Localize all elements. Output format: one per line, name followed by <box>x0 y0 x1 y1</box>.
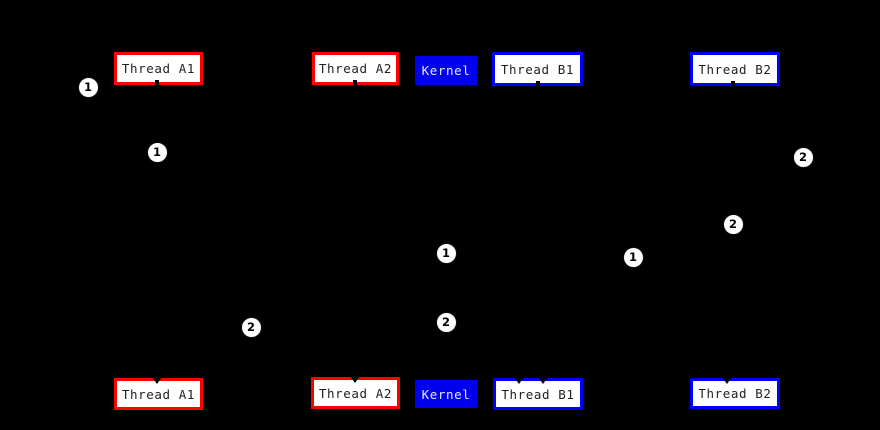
node-label: Thread A1 <box>121 386 196 402</box>
sequence-marker-2: 2 <box>240 316 262 338</box>
edge-arrowhead <box>152 377 162 384</box>
sequence-marker-label: 1 <box>628 250 637 264</box>
sequence-marker-label: 1 <box>152 145 161 159</box>
sequence-marker-1: 1 <box>146 141 168 163</box>
edge-arrowhead <box>722 377 732 384</box>
sequence-marker-label: 2 <box>728 217 737 231</box>
sequence-marker-2: 2 <box>435 311 457 333</box>
edge-arrowhead <box>350 376 360 383</box>
node-thread-b1-top: Thread B1 <box>492 52 583 86</box>
node-label: Kernel <box>421 386 471 402</box>
node-label: Thread A2 <box>318 61 393 76</box>
node-label: Thread B2 <box>698 386 772 401</box>
sequence-marker-1: 1 <box>435 242 457 264</box>
node-label: Kernel <box>421 63 471 78</box>
node-thread-a1-top: Thread A1 <box>114 52 203 85</box>
sequence-marker-2: 2 <box>792 146 814 168</box>
node-thread-b2-bottom: Thread B2 <box>690 378 780 409</box>
node-label: Thread B2 <box>698 61 772 77</box>
sequence-marker-label: 2 <box>246 320 255 334</box>
sequence-marker-1: 1 <box>77 76 99 98</box>
sequence-marker-label: 2 <box>441 315 450 329</box>
edge-outgoing-tick <box>731 81 735 88</box>
sequence-marker-label: 2 <box>798 150 807 164</box>
node-label: Thread B1 <box>501 386 575 402</box>
edge-outgoing-tick <box>536 81 540 88</box>
node-label: Thread A2 <box>318 385 393 401</box>
sequence-marker-label: 1 <box>83 80 92 94</box>
edge-outgoing-tick <box>155 80 159 87</box>
node-thread-b2-top: Thread B2 <box>690 52 780 86</box>
node-label: Thread B1 <box>500 61 575 77</box>
node-thread-a1-bottom: Thread A1 <box>114 378 203 410</box>
sequence-marker-2: 2 <box>722 213 744 235</box>
node-kernel-bottom: Kernel <box>415 380 477 408</box>
sequence-marker-label: 1 <box>441 246 450 260</box>
node-kernel-top: Kernel <box>415 56 477 85</box>
sequence-marker-1: 1 <box>622 246 644 268</box>
edge-arrowhead <box>538 377 548 384</box>
edge-arrowhead <box>514 377 524 384</box>
edge-outgoing-tick <box>353 80 357 87</box>
node-label: Thread A1 <box>121 61 196 76</box>
